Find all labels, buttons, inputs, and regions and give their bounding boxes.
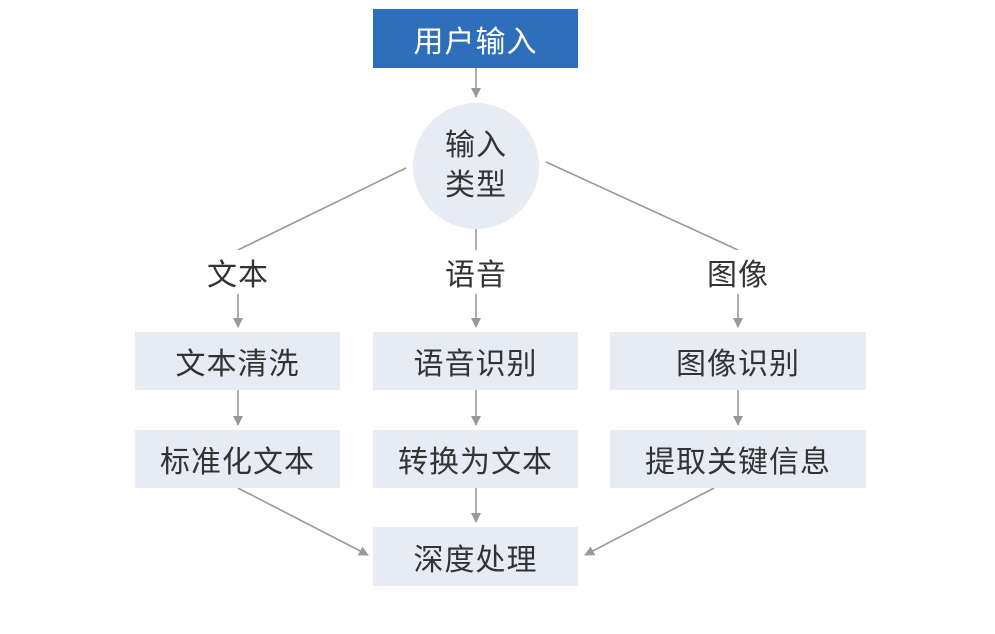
edge-extract-to-deep (584, 487, 715, 556)
voice-convert-node: 转换为文本 (373, 430, 578, 488)
start-label: 用户输入 (413, 24, 538, 60)
text-normalize-node: 标准化文本 (135, 430, 340, 488)
edge-normalize-to-deep (237, 487, 369, 556)
voice-convert-label: 转换为文本 (398, 445, 553, 480)
image-recognize-node: 图像识别 (610, 332, 866, 390)
deep-process-node: 深度处理 (373, 527, 578, 586)
image-extract-node: 提取关键信息 (610, 430, 866, 488)
branch-label-voice-value: 语音 (445, 258, 507, 293)
deep-process-label: 深度处理 (413, 542, 538, 578)
text-clean-label: 文本清洗 (175, 347, 300, 382)
image-extract-label: 提取关键信息 (645, 445, 831, 480)
text-clean-node: 文本清洗 (135, 332, 340, 390)
voice-recognize-label: 语音识别 (413, 347, 538, 382)
branch-label-image-value: 图像 (707, 258, 769, 293)
edge-decision-to-image (545, 161, 739, 251)
branch-label-voice: 语音 (431, 250, 521, 294)
start-node: 用户输入 (373, 9, 578, 68)
branch-label-image: 图像 (693, 250, 783, 294)
decision-node: 输入 类型 (413, 103, 539, 229)
decision-label-line2: 类型 (445, 168, 507, 203)
branch-label-text-value: 文本 (207, 258, 269, 293)
decision-label-line1: 输入 (445, 128, 507, 163)
branch-label-text: 文本 (193, 250, 283, 294)
voice-recognize-node: 语音识别 (373, 332, 578, 390)
edge-decision-to-text (237, 167, 407, 251)
text-normalize-label: 标准化文本 (160, 445, 315, 480)
image-recognize-label: 图像识别 (676, 347, 800, 382)
